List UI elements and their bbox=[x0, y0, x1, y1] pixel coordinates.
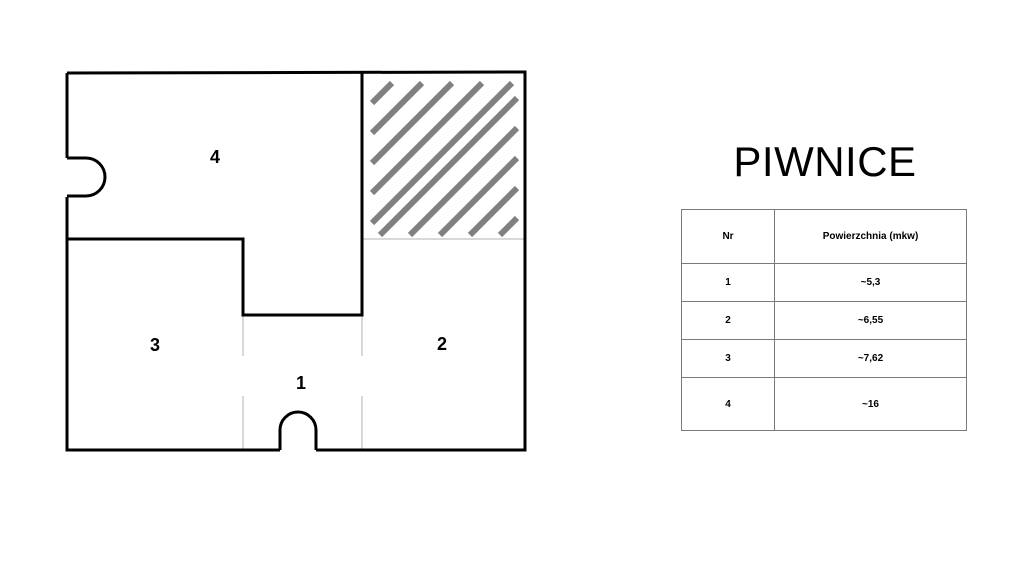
cell-nr: 3 bbox=[681, 339, 775, 378]
walls bbox=[65, 70, 527, 452]
header-area: Powierzchnia (mkw) bbox=[774, 209, 967, 264]
room-label-4: 4 bbox=[210, 147, 220, 167]
table-row: 3 ~7,62 bbox=[681, 339, 967, 378]
cell-area: ~7,62 bbox=[774, 339, 967, 378]
cell-area: ~5,3 bbox=[774, 263, 967, 302]
header-nr: Nr bbox=[681, 209, 775, 264]
room-label-2: 2 bbox=[437, 334, 447, 354]
table-row: 2 ~6,55 bbox=[681, 301, 967, 340]
table-header-row: Nr Powierzchnia (mkw) bbox=[681, 209, 967, 264]
table-row: 1 ~5,3 bbox=[681, 263, 967, 302]
door-bottom bbox=[278, 410, 318, 450]
area-table: Nr Powierzchnia (mkw) 1 ~5,3 2 ~6,55 3 ~… bbox=[681, 209, 967, 431]
cell-nr: 1 bbox=[681, 263, 775, 302]
hatched-area bbox=[369, 80, 520, 238]
room-label-1: 1 bbox=[296, 373, 306, 393]
table-row: 4 ~16 bbox=[681, 377, 967, 431]
cell-nr: 2 bbox=[681, 301, 775, 340]
cell-nr: 4 bbox=[681, 377, 775, 431]
cell-area: ~6,55 bbox=[774, 301, 967, 340]
cell-area: ~16 bbox=[774, 377, 967, 431]
doors bbox=[67, 156, 318, 450]
door-left bbox=[67, 156, 107, 198]
room-label-3: 3 bbox=[150, 335, 160, 355]
page-title: PIWNICE bbox=[733, 138, 917, 185]
